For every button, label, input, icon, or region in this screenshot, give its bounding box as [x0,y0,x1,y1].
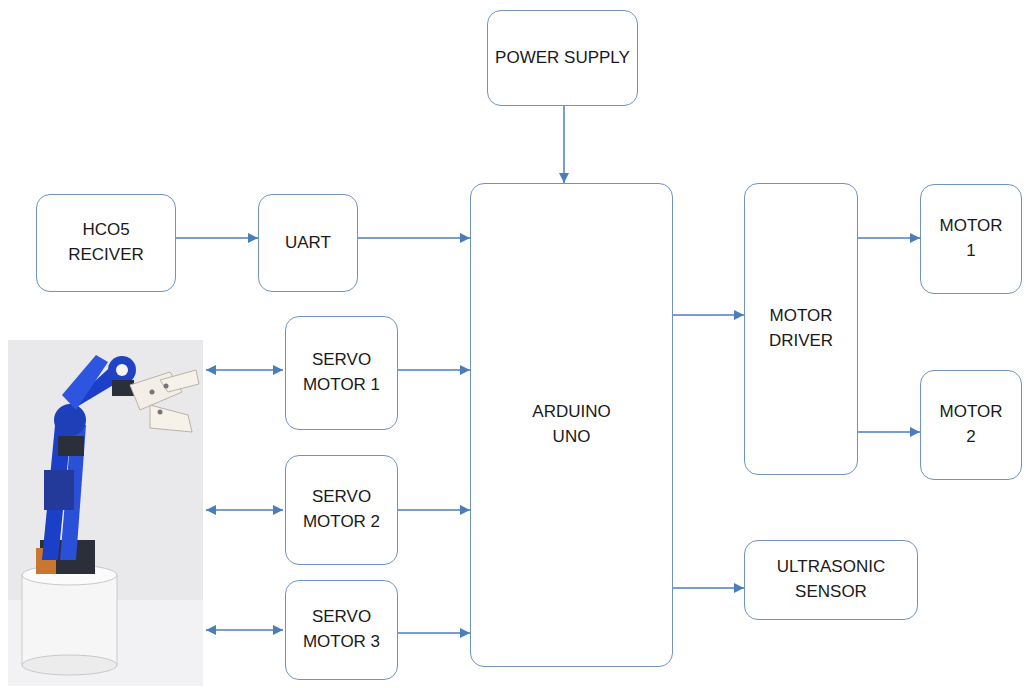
box-label: UART [285,231,331,256]
servo-box: SERVO MOTOR 1 [285,316,398,430]
signal-arrow [673,314,744,316]
box-label: ULTRASONIC SENSOR [756,555,906,604]
box-label: HCO5 RECIVER [61,218,151,267]
box-label: SERVO MOTOR 1 [302,348,382,397]
signal-arrow [176,237,258,239]
signal-arrow [398,369,470,371]
box-label: MOTOR 1 [936,214,1006,263]
box-label: MOTOR 2 [936,400,1006,449]
signal-arrow [358,237,470,239]
arm-link-arrow [206,369,283,371]
sensor-box: ULTRASONIC SENSOR [744,540,918,620]
interface-box: UART [258,194,358,292]
box-label: MOTOR DRIVER [756,304,846,353]
controller-box: ARDUINO UNO [470,183,673,667]
box-label: ARDUINO UNO [527,400,617,449]
signal-arrow [398,632,470,634]
arm-link-arrow [206,629,283,631]
signal-arrow [858,431,920,433]
receiver-box: HCO5 RECIVER [36,194,176,292]
power-box: POWER SUPPLY [487,10,638,106]
driver-box: MOTOR DRIVER [744,183,858,475]
motor-box: MOTOR 2 [920,370,1022,480]
signal-arrow [398,509,470,511]
signal-arrow [563,106,565,183]
box-label: POWER SUPPLY [495,46,630,71]
motor-box: MOTOR 1 [920,184,1022,294]
box-label: SERVO MOTOR 3 [302,605,382,654]
servo-box: SERVO MOTOR 2 [285,455,398,565]
servo-box: SERVO MOTOR 3 [285,580,398,680]
signal-arrow [673,587,744,589]
box-label: SERVO MOTOR 2 [302,485,382,534]
robot-arm-photo [8,340,203,686]
arm-link-arrow [206,509,283,511]
signal-arrow [858,237,920,239]
